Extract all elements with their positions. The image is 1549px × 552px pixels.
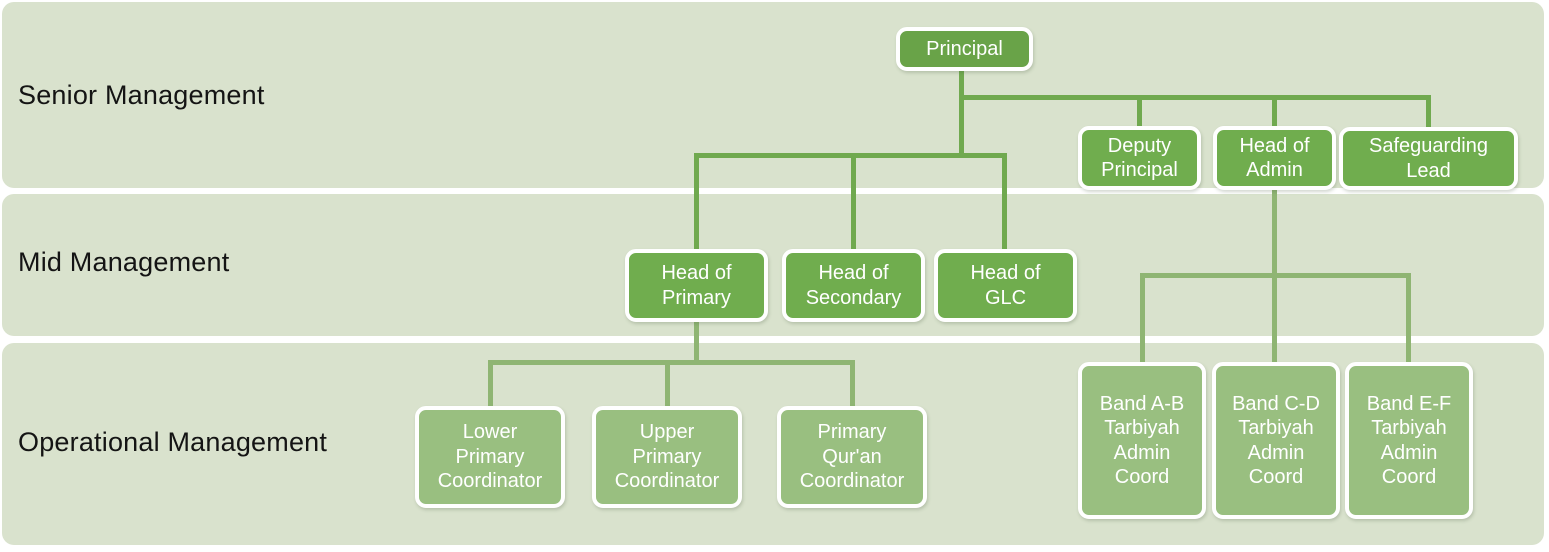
connector-drop-upper-primary-coordinator (665, 360, 670, 406)
connector-drop-primary-quran-coordinator (850, 360, 855, 406)
connector-drop-head-of-admin (1272, 95, 1277, 126)
connector-mid-bus (694, 153, 1007, 158)
connector-drop-band-cd (1272, 273, 1277, 362)
band-label-senior-management: Senior Management (18, 80, 265, 110)
node-principal[interactable]: Principal (896, 27, 1033, 71)
connector-drop-head-of-primary (694, 153, 699, 249)
node-band-ab-tarbiyah-admin-coord[interactable]: Band A-B Tarbiyah Admin Coord (1078, 362, 1206, 519)
node-band-ef-tarbiyah-admin-coord[interactable]: Band E-F Tarbiyah Admin Coord (1345, 362, 1473, 519)
connector-drop-safeguarding-lead (1426, 95, 1431, 127)
connector-senior-bus (959, 95, 1431, 100)
connector-coordinator-bus (488, 360, 855, 365)
node-head-of-admin[interactable]: Head of Admin (1213, 126, 1336, 190)
connector-drop-band-ab (1140, 273, 1145, 362)
node-safeguarding-lead[interactable]: Safeguarding Lead (1339, 127, 1518, 190)
band-label-mid-management: Mid Management (18, 247, 230, 277)
node-head-of-primary[interactable]: Head of Primary (625, 249, 768, 322)
node-head-of-secondary[interactable]: Head of Secondary (782, 249, 925, 322)
connector-head-of-primary-stem (694, 322, 699, 365)
connector-drop-head-of-glc (1002, 153, 1007, 249)
connector-drop-lower-primary-coordinator (488, 360, 493, 406)
node-upper-primary-coordinator[interactable]: Upper Primary Coordinator (592, 406, 742, 508)
connector-drop-head-of-secondary (851, 153, 856, 249)
node-lower-primary-coordinator[interactable]: Lower Primary Coordinator (415, 406, 565, 508)
node-deputy-principal[interactable]: Deputy Principal (1078, 126, 1201, 190)
connector-principal-stem (959, 70, 964, 158)
connector-drop-band-ef (1406, 273, 1411, 362)
node-head-of-glc[interactable]: Head of GLC (934, 249, 1077, 322)
connector-head-of-admin-stem (1272, 190, 1277, 278)
node-band-cd-tarbiyah-admin-coord[interactable]: Band C-D Tarbiyah Admin Coord (1212, 362, 1340, 519)
connector-drop-deputy-principal (1137, 95, 1142, 126)
node-primary-quran-coordinator[interactable]: Primary Qur'an Coordinator (777, 406, 927, 508)
band-label-operational-management: Operational Management (18, 427, 328, 457)
band-mid-management: Mid Management (2, 194, 1544, 336)
